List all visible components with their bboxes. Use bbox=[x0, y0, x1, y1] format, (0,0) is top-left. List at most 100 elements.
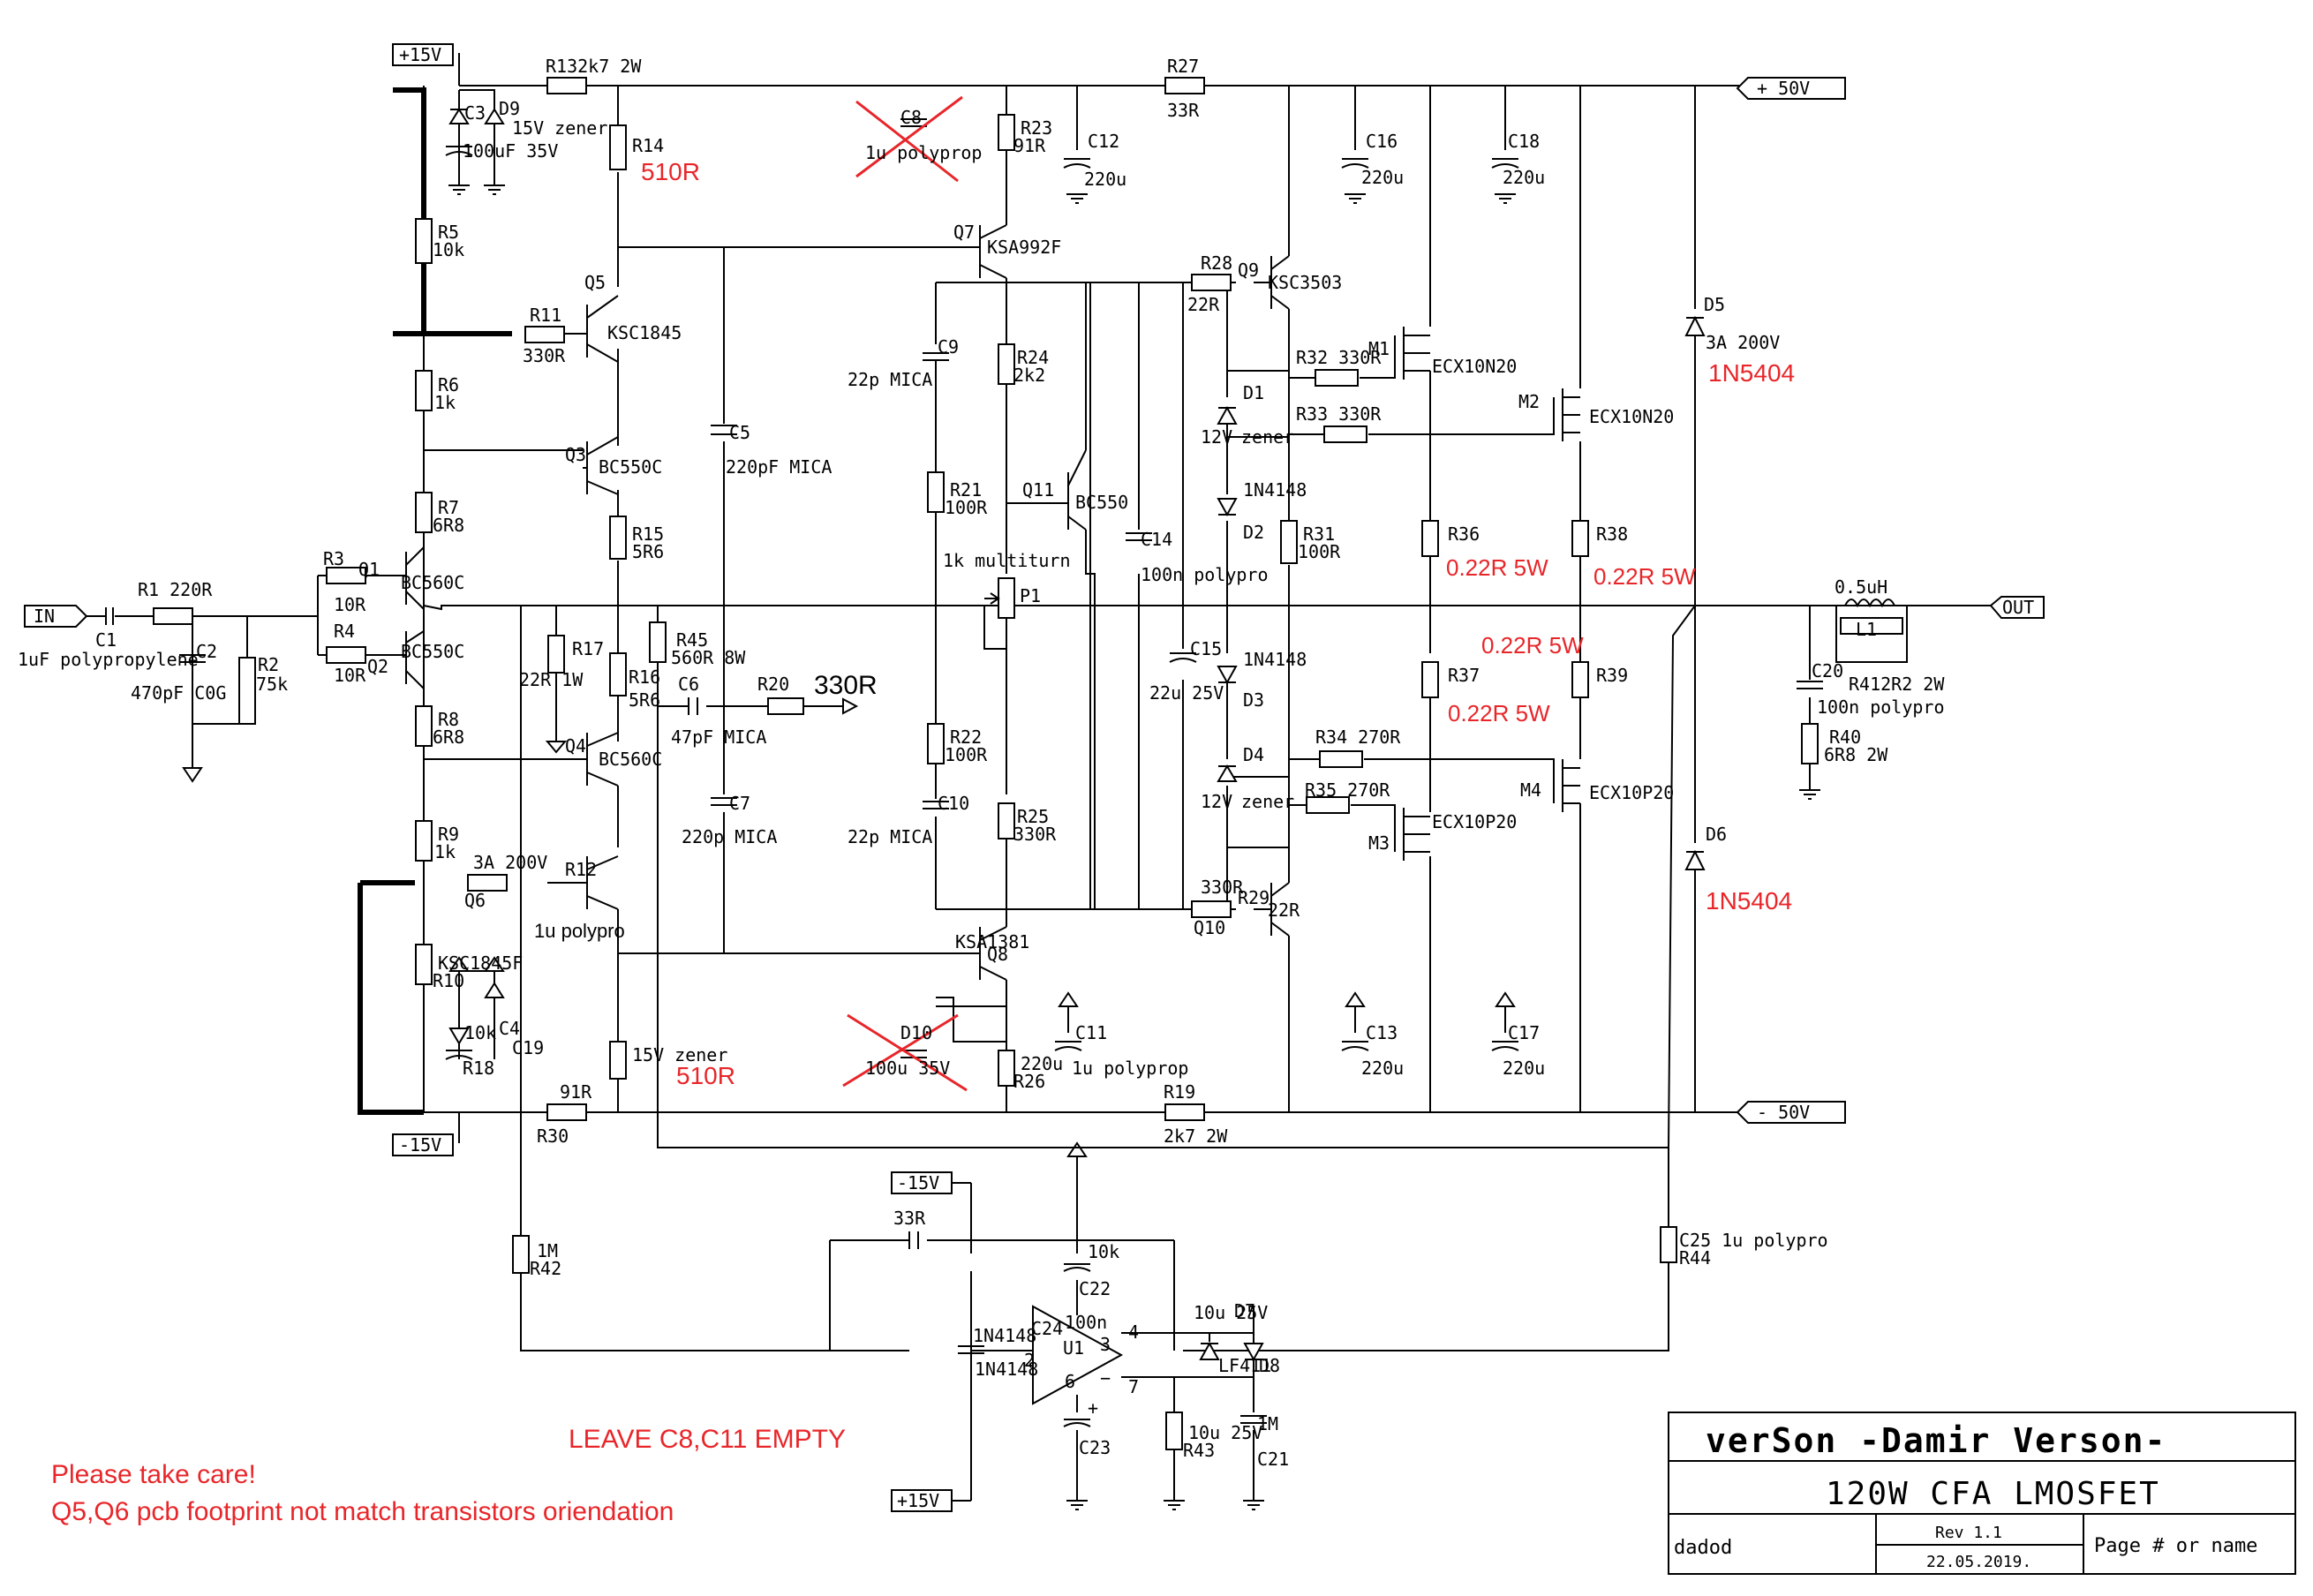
lbl-m2: M2 bbox=[1518, 391, 1540, 412]
label-p50: + 50V bbox=[1757, 78, 1810, 99]
resistor-r9 bbox=[415, 820, 433, 862]
resistor-r32 bbox=[1315, 369, 1359, 387]
lbl-l1: L1 bbox=[1856, 619, 1877, 640]
capacitors bbox=[105, 118, 1823, 1427]
lbl-u1v: U1 bbox=[1063, 1337, 1084, 1359]
resistor-r40 bbox=[1801, 723, 1819, 764]
opamp-u1 bbox=[1032, 1305, 1124, 1405]
resistor-r43 bbox=[1165, 1412, 1183, 1450]
lbl-r12: 3A 200V bbox=[473, 852, 547, 873]
lbl-r4v: 10R bbox=[334, 665, 366, 686]
lbl-r34: R34 270R bbox=[1315, 726, 1401, 748]
lbl-r10: KSC1845F bbox=[438, 952, 523, 974]
transistor-q10 bbox=[1270, 882, 1290, 937]
lbl-r8v: 6R8 bbox=[433, 726, 464, 748]
lbl-r5v: 10k bbox=[433, 239, 464, 260]
resistor-r7 bbox=[415, 492, 433, 533]
lbl-r2: R2 bbox=[258, 654, 279, 675]
lbl-c6: C6 bbox=[678, 674, 699, 695]
lbl-m1: M1 bbox=[1368, 338, 1390, 359]
tag-op-p15 bbox=[891, 1489, 953, 1512]
lbl-q6: R12 bbox=[565, 859, 597, 880]
lbl-ksa992: 1u polypro bbox=[534, 920, 625, 942]
lbl-q11: Q11 bbox=[1022, 479, 1054, 501]
lbl-r28: R28 bbox=[1201, 252, 1232, 274]
tag-out bbox=[1989, 596, 2045, 619]
lbl-r21v: 100R bbox=[945, 497, 988, 518]
lbl-r16v: 5R6 bbox=[629, 689, 660, 711]
capacitor-c20 bbox=[1797, 681, 1823, 689]
lbl-r24v: 2k2 bbox=[1013, 365, 1045, 386]
capacitor-c22 bbox=[1063, 1263, 1091, 1272]
lbl-c5v: 220pF MICA bbox=[726, 456, 832, 478]
lbl-q2: Q2 bbox=[367, 656, 388, 677]
lbl-r25: R25 bbox=[1017, 806, 1049, 827]
capacitor-c1 bbox=[105, 607, 114, 625]
lbl-r12v: Q6 bbox=[464, 890, 486, 911]
lbl-c2v: 470pF C0G bbox=[131, 682, 226, 704]
resistor-r2 bbox=[238, 657, 256, 725]
lbl-pin7: 6 bbox=[1065, 1371, 1075, 1392]
lbl-pinm: 3 bbox=[1100, 1334, 1111, 1355]
transistor-q5 bbox=[565, 295, 619, 363]
lbl-r44: C25 1u polypro bbox=[1679, 1230, 1828, 1251]
lbl-c5: C5 bbox=[729, 422, 750, 443]
transistor-q7 bbox=[979, 224, 1007, 279]
lbl-c18v: 220u bbox=[1503, 167, 1545, 188]
lbl-c23: + bbox=[1088, 1397, 1098, 1419]
tb-drawn-by: dadod bbox=[1674, 1537, 1732, 1559]
diode-d5 bbox=[1684, 315, 1706, 336]
resistor-r35 bbox=[1306, 796, 1350, 814]
lbl-r4: R4 bbox=[334, 621, 355, 642]
lbl-c14: C14 bbox=[1141, 529, 1172, 550]
resistor-r38 bbox=[1571, 520, 1589, 557]
lbl-c10v: 22p MICA bbox=[848, 826, 932, 847]
lbl-r10v: R10 bbox=[433, 970, 464, 991]
lbl-r19v: R30 bbox=[537, 1125, 569, 1147]
lbl-c6v: 47pF MICA bbox=[671, 726, 766, 748]
lbl-p1m: 1k multiturn bbox=[943, 550, 1071, 571]
lbl-r5: R5 bbox=[438, 222, 459, 243]
lbl-c3: C3 bbox=[464, 102, 486, 124]
lbl-q3: Q3 bbox=[565, 444, 586, 465]
resistor-r37 bbox=[1421, 661, 1439, 698]
lbl-c9: C9 bbox=[938, 336, 959, 358]
lbl-r23v: 91R bbox=[1013, 135, 1046, 156]
lbl-d9v: 15V zener bbox=[512, 117, 607, 139]
lbl-c13: C11 bbox=[1075, 1022, 1107, 1043]
capacitor-c4 bbox=[445, 1050, 473, 1060]
resistor-r10 bbox=[415, 944, 433, 985]
lbl-d5: D5 bbox=[1704, 294, 1725, 315]
lbl-pin4: 100n bbox=[1065, 1312, 1107, 1333]
resistor-r24 bbox=[998, 343, 1015, 385]
lbl-r42v: R42 bbox=[530, 1258, 561, 1279]
transistor-q4 bbox=[578, 732, 619, 787]
tag-m50 bbox=[1736, 1101, 1846, 1124]
resistor-r19 bbox=[546, 1103, 587, 1121]
lbl-c23v: C23 bbox=[1079, 1437, 1111, 1458]
lbl-d10v: C19 bbox=[512, 1037, 544, 1058]
lbl-d1: D1 bbox=[1243, 382, 1264, 403]
resistor-r21 bbox=[927, 471, 945, 513]
diode-d2 bbox=[1217, 498, 1238, 517]
ground-symbols bbox=[182, 184, 1820, 1510]
lbl-q7: Q7 bbox=[953, 222, 975, 243]
diode-d9b bbox=[484, 108, 505, 124]
lbl-q4: Q4 bbox=[565, 735, 586, 757]
lbl-r22v: 100R bbox=[945, 744, 988, 765]
capacitor-c13 bbox=[1054, 1041, 1082, 1051]
label-in: IN bbox=[34, 606, 55, 627]
lbl-r27: R27 bbox=[1167, 56, 1199, 77]
resistor-r5 bbox=[415, 218, 433, 264]
tb-rev: Rev 1.1 bbox=[1935, 1524, 2002, 1542]
tb-page: Page # or name bbox=[2094, 1535, 2257, 1557]
lbl-r17v: 22R 1W bbox=[519, 669, 584, 690]
lbl-pinp: − bbox=[1100, 1367, 1111, 1389]
red-r18: 510R bbox=[676, 1062, 735, 1089]
red-annotations: 510R 1N5404 0.22R 5W 0.22R 5W 0.22R 5W 0… bbox=[51, 158, 1795, 1526]
capacitor-c17 bbox=[1341, 1041, 1369, 1051]
note-care-1: Please take care! bbox=[51, 1460, 256, 1489]
lbl-q8: KSA1381 bbox=[955, 931, 1029, 952]
lbl-q1v: BC560C bbox=[401, 572, 464, 593]
